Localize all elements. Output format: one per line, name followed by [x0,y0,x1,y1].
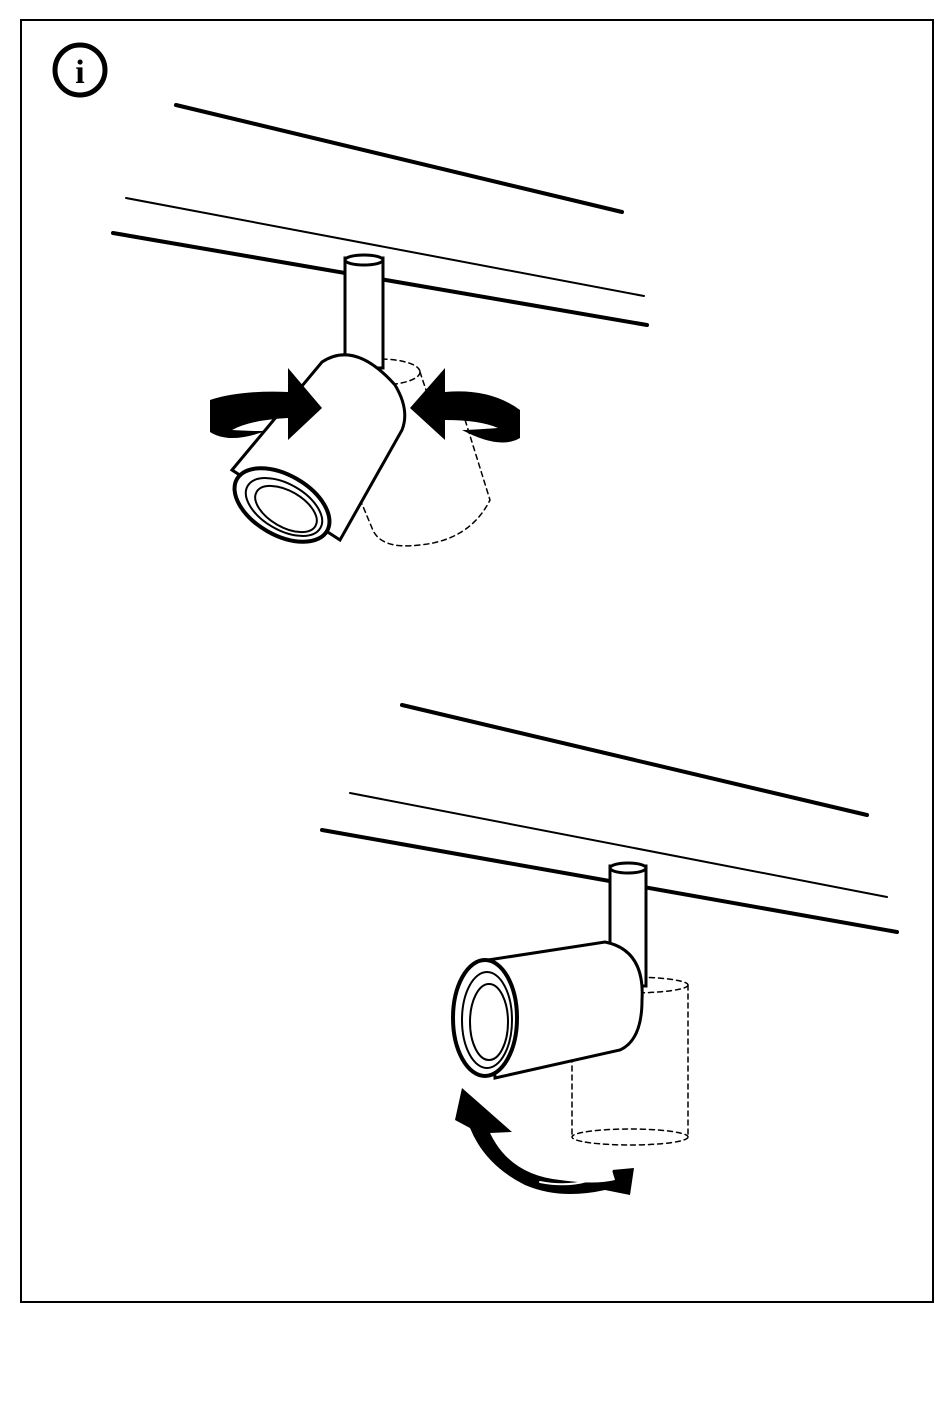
info-icon-glyph: i [75,54,84,91]
ceiling-line [402,705,867,815]
step-1-rotate [113,105,647,557]
info-icon: i [55,45,105,95]
curved-arrow-icon [455,1088,634,1195]
spotlight-stem [345,255,383,368]
spotlight-body [222,355,405,557]
spotlight-body [453,942,642,1078]
step-2-tilt [322,705,897,1195]
ceiling-line [176,105,622,212]
